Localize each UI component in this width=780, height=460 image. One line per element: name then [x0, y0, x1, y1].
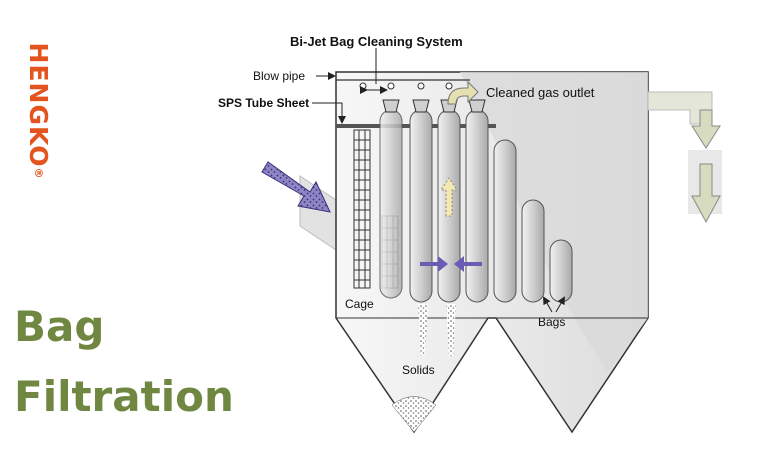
dirty-gas-inlet-arrow-icon — [261, 161, 331, 213]
solids-stream-right — [446, 304, 456, 356]
label-system: Bi-Jet Bag Cleaning System — [290, 34, 463, 49]
label-bags: Bags — [538, 315, 565, 329]
cleaned-gas-curve-arrow-icon — [447, 80, 479, 105]
title-line-1: Bag — [14, 302, 105, 351]
airflow-up-arrow-icon — [440, 177, 458, 217]
label-tube-sheet: SPS Tube Sheet — [218, 96, 309, 110]
bags-leader-1 — [543, 296, 553, 313]
pulse-arrow-right-icon — [454, 256, 482, 272]
outlet-arrow-1-icon — [691, 109, 721, 149]
collected-solids-pile — [391, 396, 437, 433]
solids-stream-left — [418, 304, 428, 356]
label-blow-pipe: Blow pipe — [253, 69, 305, 83]
bags-leader-2 — [555, 296, 565, 313]
outlet-arrow-2-icon — [691, 163, 721, 224]
label-cage: Cage — [345, 297, 374, 311]
pulse-arrow-left-icon — [420, 256, 448, 272]
cage — [353, 129, 371, 289]
label-solids: Solids — [402, 363, 435, 377]
label-gas-outlet: Cleaned gas outlet — [486, 85, 595, 100]
outlet-duct — [647, 91, 713, 125]
title-line-2: Filtration — [14, 372, 234, 421]
